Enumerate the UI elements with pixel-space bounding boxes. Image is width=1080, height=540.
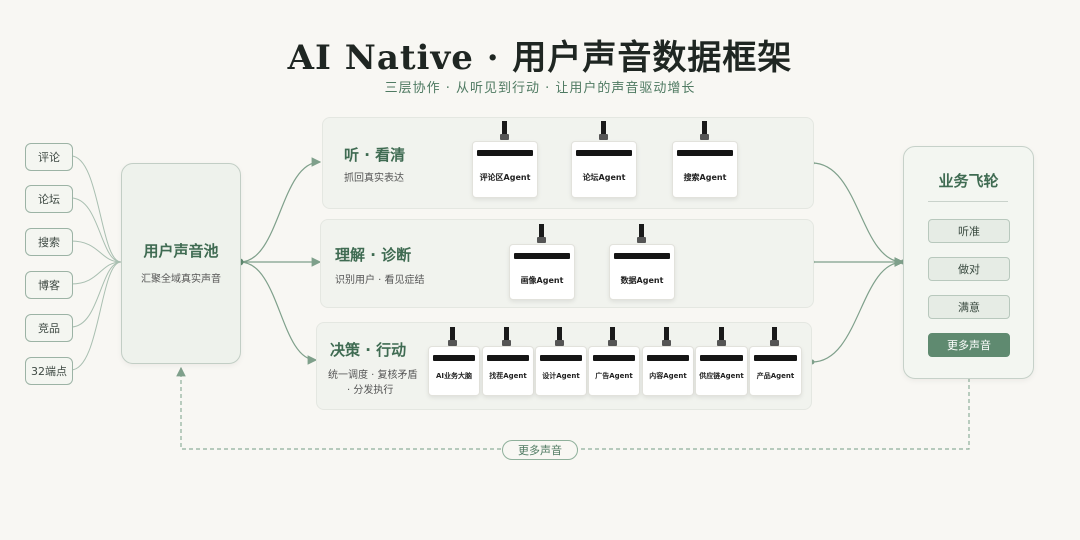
source-reviews[interactable]: 评论 bbox=[25, 143, 73, 171]
agent-label: 供应链Agent bbox=[699, 372, 744, 380]
layer-understand-title: 理解 · 诊断 bbox=[335, 246, 412, 264]
layer-listen-subtitle: 抓回真实表达 bbox=[344, 173, 404, 184]
pool-subtitle: 汇聚全域真实声音 bbox=[141, 274, 221, 285]
agent-card-ai-brain[interactable]: AI业务大脑 bbox=[428, 346, 480, 396]
agent-card-fault-finder[interactable]: 找茬Agent bbox=[482, 346, 534, 396]
lanyard-icon bbox=[599, 121, 608, 140]
agent-label: 画像Agent bbox=[520, 276, 564, 285]
pool-title: 用户声音池 bbox=[143, 242, 219, 260]
agent-label: 内容Agent bbox=[649, 372, 687, 380]
agent-label: 搜索Agent bbox=[683, 173, 727, 182]
source-32-endpoints[interactable]: 32端点 bbox=[25, 357, 73, 385]
agent-label: 设计Agent bbox=[542, 372, 580, 380]
lanyard-icon bbox=[502, 327, 511, 346]
agent-card-ads[interactable]: 广告Agent bbox=[588, 346, 640, 396]
agent-card-supply-chain[interactable]: 供应链Agent bbox=[695, 346, 748, 396]
agent-label: 产品Agent bbox=[756, 372, 795, 380]
agent-card-forum[interactable]: 论坛Agent bbox=[571, 141, 637, 198]
lanyard-icon bbox=[500, 121, 509, 140]
agent-label: 找茬Agent bbox=[489, 372, 527, 380]
lanyard-icon bbox=[717, 327, 726, 346]
lanyard-icon bbox=[608, 327, 617, 346]
flywheel-step-do-right[interactable]: 做对 bbox=[928, 257, 1010, 281]
agent-label: 数据Agent bbox=[620, 276, 664, 285]
agent-card-design[interactable]: 设计Agent bbox=[535, 346, 587, 396]
flywheel-step-satisfied[interactable]: 满意 bbox=[928, 295, 1010, 319]
agent-card-persona[interactable]: 画像Agent bbox=[509, 244, 575, 300]
agent-card-data[interactable]: 数据Agent bbox=[609, 244, 675, 300]
agent-label: AI业务大脑 bbox=[435, 372, 473, 380]
agent-card-product[interactable]: 产品Agent bbox=[749, 346, 802, 396]
lanyard-icon bbox=[662, 327, 671, 346]
feedback-loop-label: 更多声音 bbox=[502, 440, 578, 460]
source-search[interactable]: 搜索 bbox=[25, 228, 73, 256]
layer-decide-subtitle-1: 统一调度 · 复核矛盾 bbox=[328, 370, 418, 381]
user-voice-pool[interactable]: 用户声音池 汇聚全域真实声音 bbox=[121, 163, 241, 364]
source-blog[interactable]: 博客 bbox=[25, 271, 73, 299]
lanyard-icon bbox=[700, 121, 709, 140]
layer-listen-title: 听 · 看清 bbox=[344, 146, 406, 164]
layer-understand-subtitle: 识别用户 · 看见症结 bbox=[335, 275, 425, 286]
page-subtitle: 三层协作 · 从听见到行动 · 让用户的声音驱动增长 bbox=[384, 81, 696, 96]
page-title: AI Native · 用户声音数据框架 bbox=[287, 38, 793, 78]
agent-card-content[interactable]: 内容Agent bbox=[642, 346, 694, 396]
lanyard-icon bbox=[637, 224, 646, 243]
agent-label: 评论区Agent bbox=[479, 173, 531, 182]
flywheel-title: 业务飞轮 bbox=[938, 172, 999, 190]
lanyard-icon bbox=[555, 327, 564, 346]
flywheel-step-more-voices[interactable]: 更多声音 bbox=[928, 333, 1010, 357]
lanyard-icon bbox=[448, 327, 457, 346]
source-competitors[interactable]: 竞品 bbox=[25, 314, 73, 342]
lanyard-icon bbox=[537, 224, 546, 243]
layer-decide-title: 决策 · 行动 bbox=[330, 341, 407, 359]
agent-label: 论坛Agent bbox=[582, 173, 626, 182]
agent-label: 广告Agent bbox=[595, 372, 633, 380]
flywheel-divider bbox=[928, 201, 1008, 202]
layer-listen: 听 · 看清 抓回真实表达 bbox=[322, 117, 814, 209]
agent-card-comments[interactable]: 评论区Agent bbox=[472, 141, 538, 198]
lanyard-icon bbox=[770, 327, 779, 346]
agent-card-search[interactable]: 搜索Agent bbox=[672, 141, 738, 198]
flywheel-step-listen-accurately[interactable]: 听准 bbox=[928, 219, 1010, 243]
business-flywheel: 业务飞轮 听准 做对 满意 更多声音 bbox=[903, 146, 1034, 379]
source-forum[interactable]: 论坛 bbox=[25, 185, 73, 213]
layer-decide-subtitle-2: · 分发执行 bbox=[347, 385, 394, 396]
